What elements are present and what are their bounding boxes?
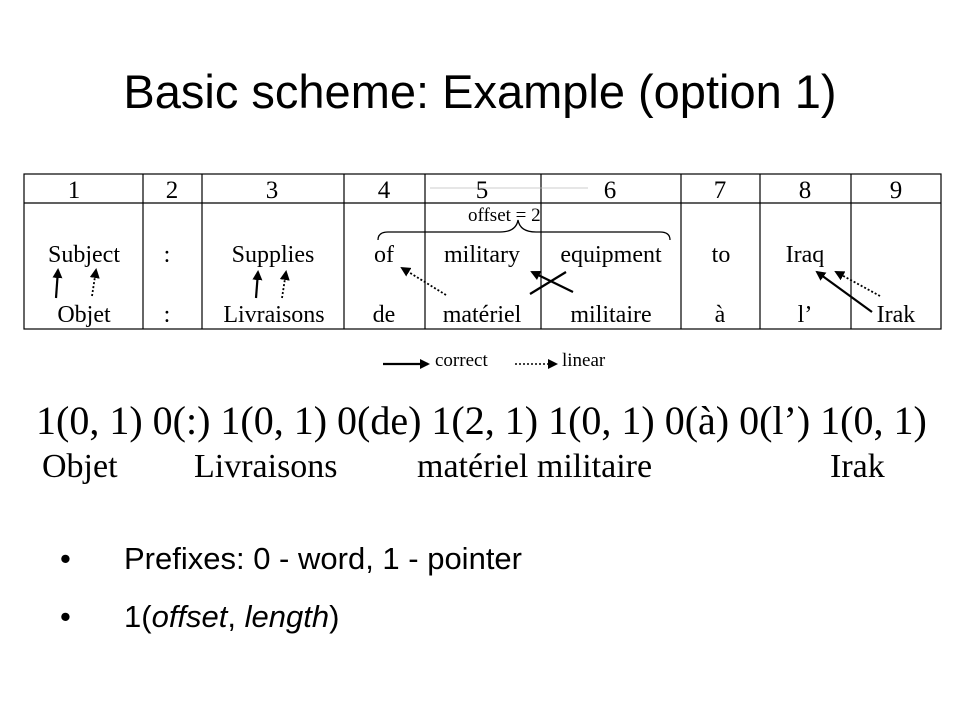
gloss-word: matériel militaire [417,448,653,485]
bullet-text: 1(offset, length) [124,593,339,641]
bullet-separator: , [227,599,245,634]
linear-arrow [279,270,290,299]
slide-title: Basic scheme: Example (option 1) [123,65,837,118]
english-word: equipment [560,242,662,268]
offset-brace [377,219,671,241]
french-word: militaire [570,302,651,328]
gloss-word: Livraisons [194,448,338,485]
bullet-suffix: ) [329,599,340,634]
bullet-prefix: 1( [124,599,152,634]
english-word: of [374,242,394,268]
french-word: matériel [443,302,522,328]
french-word: l’ [798,302,813,328]
english-word: Supplies [232,242,315,268]
correct-arrow [815,270,873,313]
offset-label: offset = 2 [468,205,541,226]
gloss-word: Irak [830,448,885,485]
bullet-symbol: • [60,541,71,576]
english-word: Subject [48,242,120,268]
column-number: 4 [378,177,391,204]
bullet-symbol: • [60,599,71,634]
offset-term: offset [151,599,228,634]
french-word: Irak [877,302,916,328]
column-number: 5 [476,177,489,204]
french-word: Livraisons [223,302,324,328]
legend-linear-label: linear [562,350,606,371]
english-word: to [712,242,731,268]
column-number: 3 [266,177,279,204]
linear-arrow [400,266,447,296]
english-row: Subject : Supplies of military equipment… [48,242,824,268]
crossing-line [529,271,567,295]
english-word: Iraq [786,242,825,268]
gloss-word: Objet [42,448,118,485]
column-number: 1 [68,177,81,204]
length-term: length [244,599,330,634]
english-word: : [164,242,171,268]
english-word: military [444,242,520,268]
french-word: Objet [57,302,111,328]
alignment-table [23,173,942,330]
linear-arrow [834,271,881,297]
french-word: de [373,302,396,328]
legend-correct-label: correct [435,350,488,371]
french-word: à [715,302,726,328]
column-number: 9 [890,177,903,204]
column-number: 2 [166,177,179,204]
bullet-text: Prefixes: 0 - word, 1 - pointer [124,541,522,576]
column-number: 6 [604,177,617,204]
column-number-row: 1 2 3 4 5 6 7 8 9 [68,177,903,204]
encoded-sequence: 1(0, 1) 0(:) 1(0, 1) 0(de) 1(2, 1) 1(0, … [36,398,927,443]
linear-arrow [89,268,100,297]
column-number: 8 [799,177,812,204]
arrow-legend: correct linear [383,350,606,371]
column-number: 7 [714,177,727,204]
correct-arrow [530,271,574,293]
french-word: : [164,302,171,328]
correct-arrow [52,268,63,299]
correct-arrow [252,270,263,299]
french-row: Objet : Livraisons de matériel militaire… [57,302,915,328]
